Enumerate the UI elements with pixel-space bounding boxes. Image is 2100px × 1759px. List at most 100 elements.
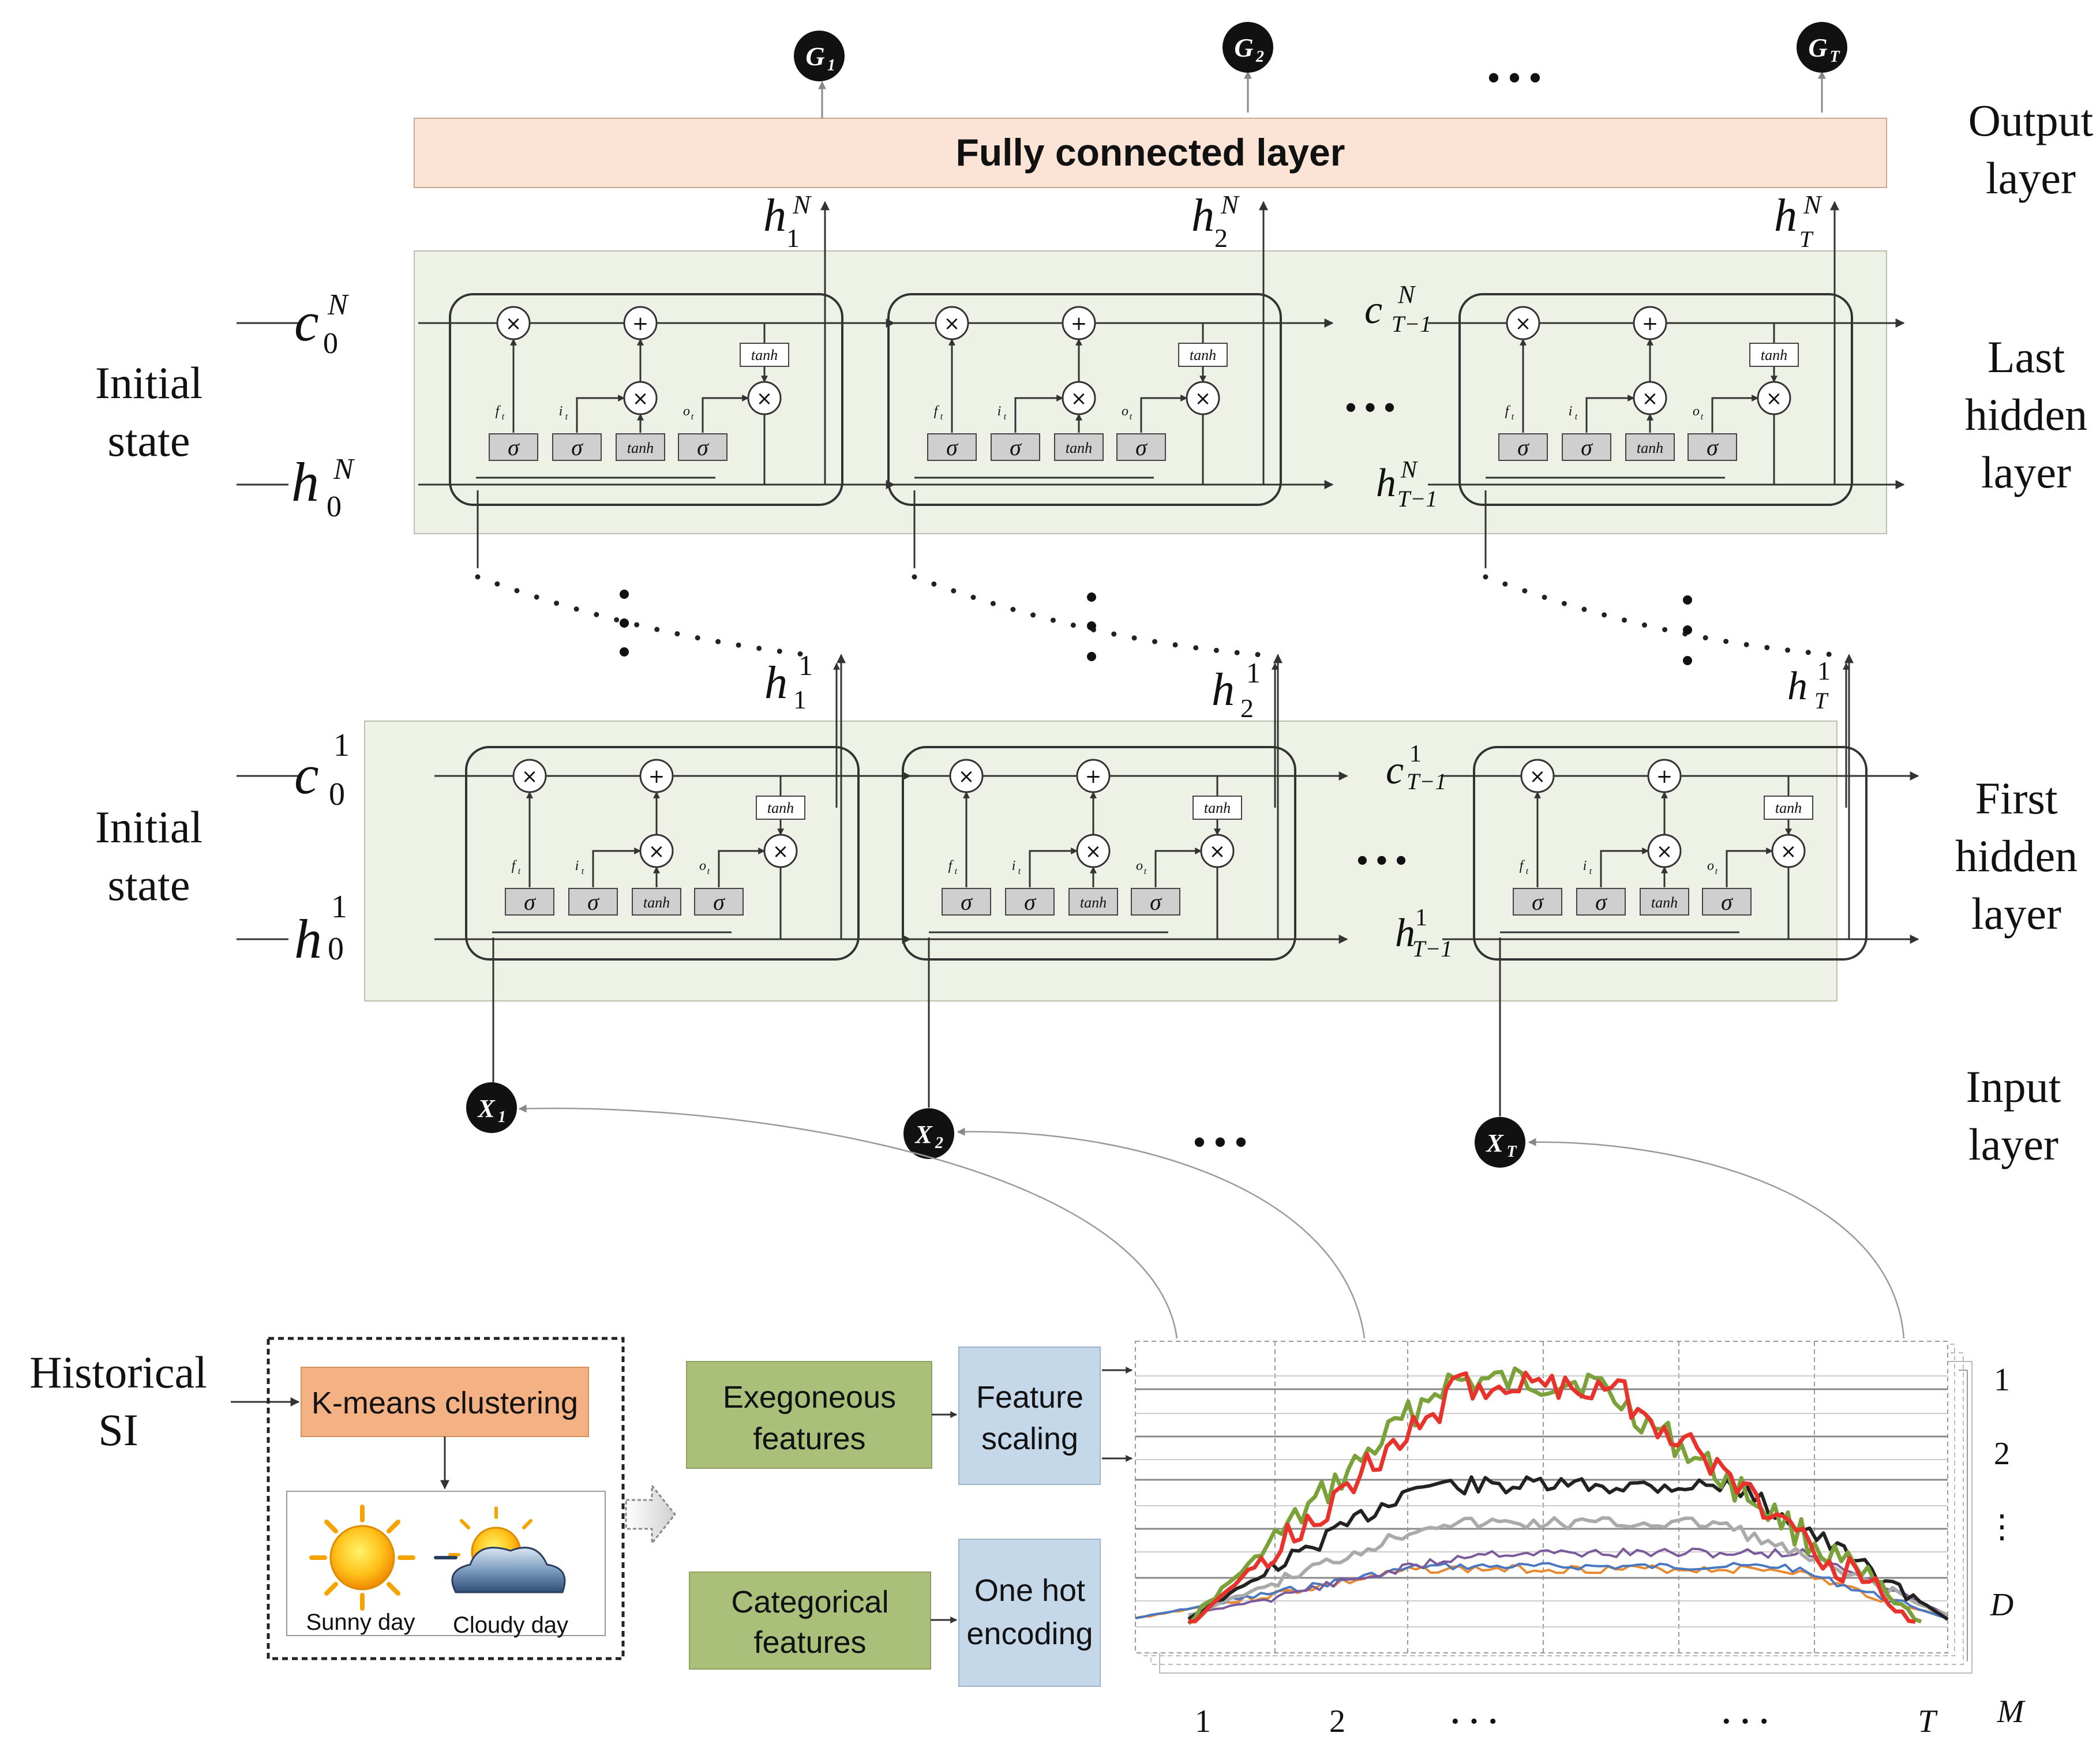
pipeline: K-means clustering Sunny day Cloudy d <box>231 1337 1133 1687</box>
first-hidden-label-1: First <box>1975 773 2057 823</box>
kmeans-label: K-means clustering <box>312 1386 578 1420</box>
operator-node: × <box>935 306 969 340</box>
svg-text:N: N <box>1220 190 1240 219</box>
svg-text:i: i <box>1583 858 1587 873</box>
svg-text:h: h <box>1191 190 1214 241</box>
tanh-box: tanh <box>1764 796 1813 820</box>
input-node-x2: X 2 <box>903 1108 954 1159</box>
output-g1-sub: 1 <box>827 57 835 74</box>
svg-text:×: × <box>1195 387 1212 410</box>
svg-text:o: o <box>1122 404 1128 419</box>
svg-text:σ: σ <box>1532 889 1544 915</box>
svg-text:o: o <box>1707 858 1714 873</box>
svg-text:i: i <box>1569 404 1573 419</box>
h21-label: h 1 2 <box>1212 657 1261 723</box>
gate-box: σ <box>1131 888 1180 916</box>
h0N-sup: N <box>333 453 355 486</box>
svg-text:2: 2 <box>935 1134 943 1152</box>
svg-text:σ: σ <box>1010 434 1022 460</box>
svg-text:t: t <box>707 867 710 876</box>
svg-text:0: 0 <box>329 777 345 812</box>
gate-box: σ <box>505 888 554 916</box>
svg-text:tanh: tanh <box>1080 894 1107 911</box>
svg-text:tanh: tanh <box>1651 894 1678 911</box>
svg-text:1: 1 <box>1409 741 1422 767</box>
svg-text:1: 1 <box>498 1108 506 1126</box>
operator-node: × <box>1520 759 1555 793</box>
col-tick-t: T <box>1918 1704 1938 1739</box>
svg-text:+: + <box>1656 765 1673 788</box>
svg-text:1: 1 <box>793 685 807 714</box>
svg-text:T: T <box>1506 1143 1517 1161</box>
svg-text:+: + <box>1071 312 1088 335</box>
hT1N-label: h N T−1 <box>1376 457 1437 512</box>
hT11-label: h 1 T−1 <box>1395 905 1452 962</box>
operator-node: + <box>639 759 674 793</box>
row-tick-d: D <box>1990 1587 2013 1623</box>
svg-text:t: t <box>1526 867 1529 876</box>
svg-text:h: h <box>763 190 786 241</box>
svg-text:o: o <box>1136 858 1143 873</box>
svg-text:+: + <box>1085 765 1102 788</box>
h2N-label: h N 2 <box>1191 190 1240 253</box>
gate-box: σ <box>489 433 538 461</box>
svg-text:+: + <box>648 765 665 788</box>
last-hidden-label-3: layer <box>1981 447 2071 497</box>
svg-text:×: × <box>1515 312 1532 335</box>
svg-text:×: × <box>1656 840 1673 863</box>
svg-text:×: × <box>522 765 538 788</box>
operator-node: × <box>763 834 798 868</box>
svg-text:t: t <box>1701 412 1704 422</box>
svg-text:c: c <box>294 744 319 805</box>
svg-text:tanh: tanh <box>627 440 654 456</box>
tanh-box: tanh <box>756 796 805 820</box>
cT11-label: c 1 T−1 <box>1386 741 1446 794</box>
svg-text:Categorical: Categorical <box>731 1585 888 1619</box>
tanh-box: tanh <box>740 343 789 367</box>
svg-text:×: × <box>632 387 649 410</box>
svg-text:t: t <box>1130 412 1132 422</box>
gate-box: σ <box>1687 433 1737 461</box>
col-tick-2: 2 <box>1329 1704 1345 1739</box>
svg-text:σ: σ <box>1581 434 1593 460</box>
svg-text:×: × <box>1071 387 1088 410</box>
svg-text:t: t <box>1144 867 1147 876</box>
output-gt-base: G <box>1808 33 1827 62</box>
svg-text:features: features <box>753 1422 865 1456</box>
svg-text:tanh: tanh <box>1637 440 1663 456</box>
gate-box: tanh <box>632 888 681 916</box>
svg-text:N: N <box>1397 280 1416 309</box>
last-hidden-label-1: Last <box>1987 332 2065 382</box>
svg-text:tanh: tanh <box>1190 347 1216 363</box>
h0N-sub: 0 <box>327 490 342 523</box>
h0N-label: h N 0 <box>291 451 355 523</box>
gate-box: σ <box>1576 888 1626 916</box>
gate-box: σ <box>1513 888 1562 916</box>
svg-text:c: c <box>1386 748 1404 793</box>
svg-text:Feature: Feature <box>976 1380 1083 1415</box>
svg-text:1: 1 <box>331 889 347 925</box>
gate-box: tanh <box>1625 433 1675 461</box>
svg-text:N: N <box>792 190 812 219</box>
initial-state-bottom-1: Initial <box>95 802 202 852</box>
operator-node: × <box>1200 834 1235 868</box>
svg-text:×: × <box>944 312 961 335</box>
first-hidden-label-2: hidden <box>1955 831 2078 881</box>
gate-box: σ <box>1562 433 1611 461</box>
categorical-features-box: Categorical features <box>689 1572 931 1670</box>
cT1N-label: c N T−1 <box>1364 280 1431 337</box>
svg-text:σ: σ <box>1024 889 1036 915</box>
inter-layer-connections <box>477 490 1850 1116</box>
cloudy-day-label: Cloudy day <box>453 1612 568 1638</box>
svg-text:h: h <box>764 658 787 708</box>
gate-box: σ <box>568 888 618 916</box>
svg-text:scaling: scaling <box>981 1422 1078 1456</box>
gate-box: tanh <box>616 433 665 461</box>
series-line <box>1135 1564 1948 1619</box>
svg-text:t: t <box>691 412 694 422</box>
svg-text:T−1: T−1 <box>1397 486 1437 512</box>
svg-text:h: h <box>1774 190 1797 241</box>
